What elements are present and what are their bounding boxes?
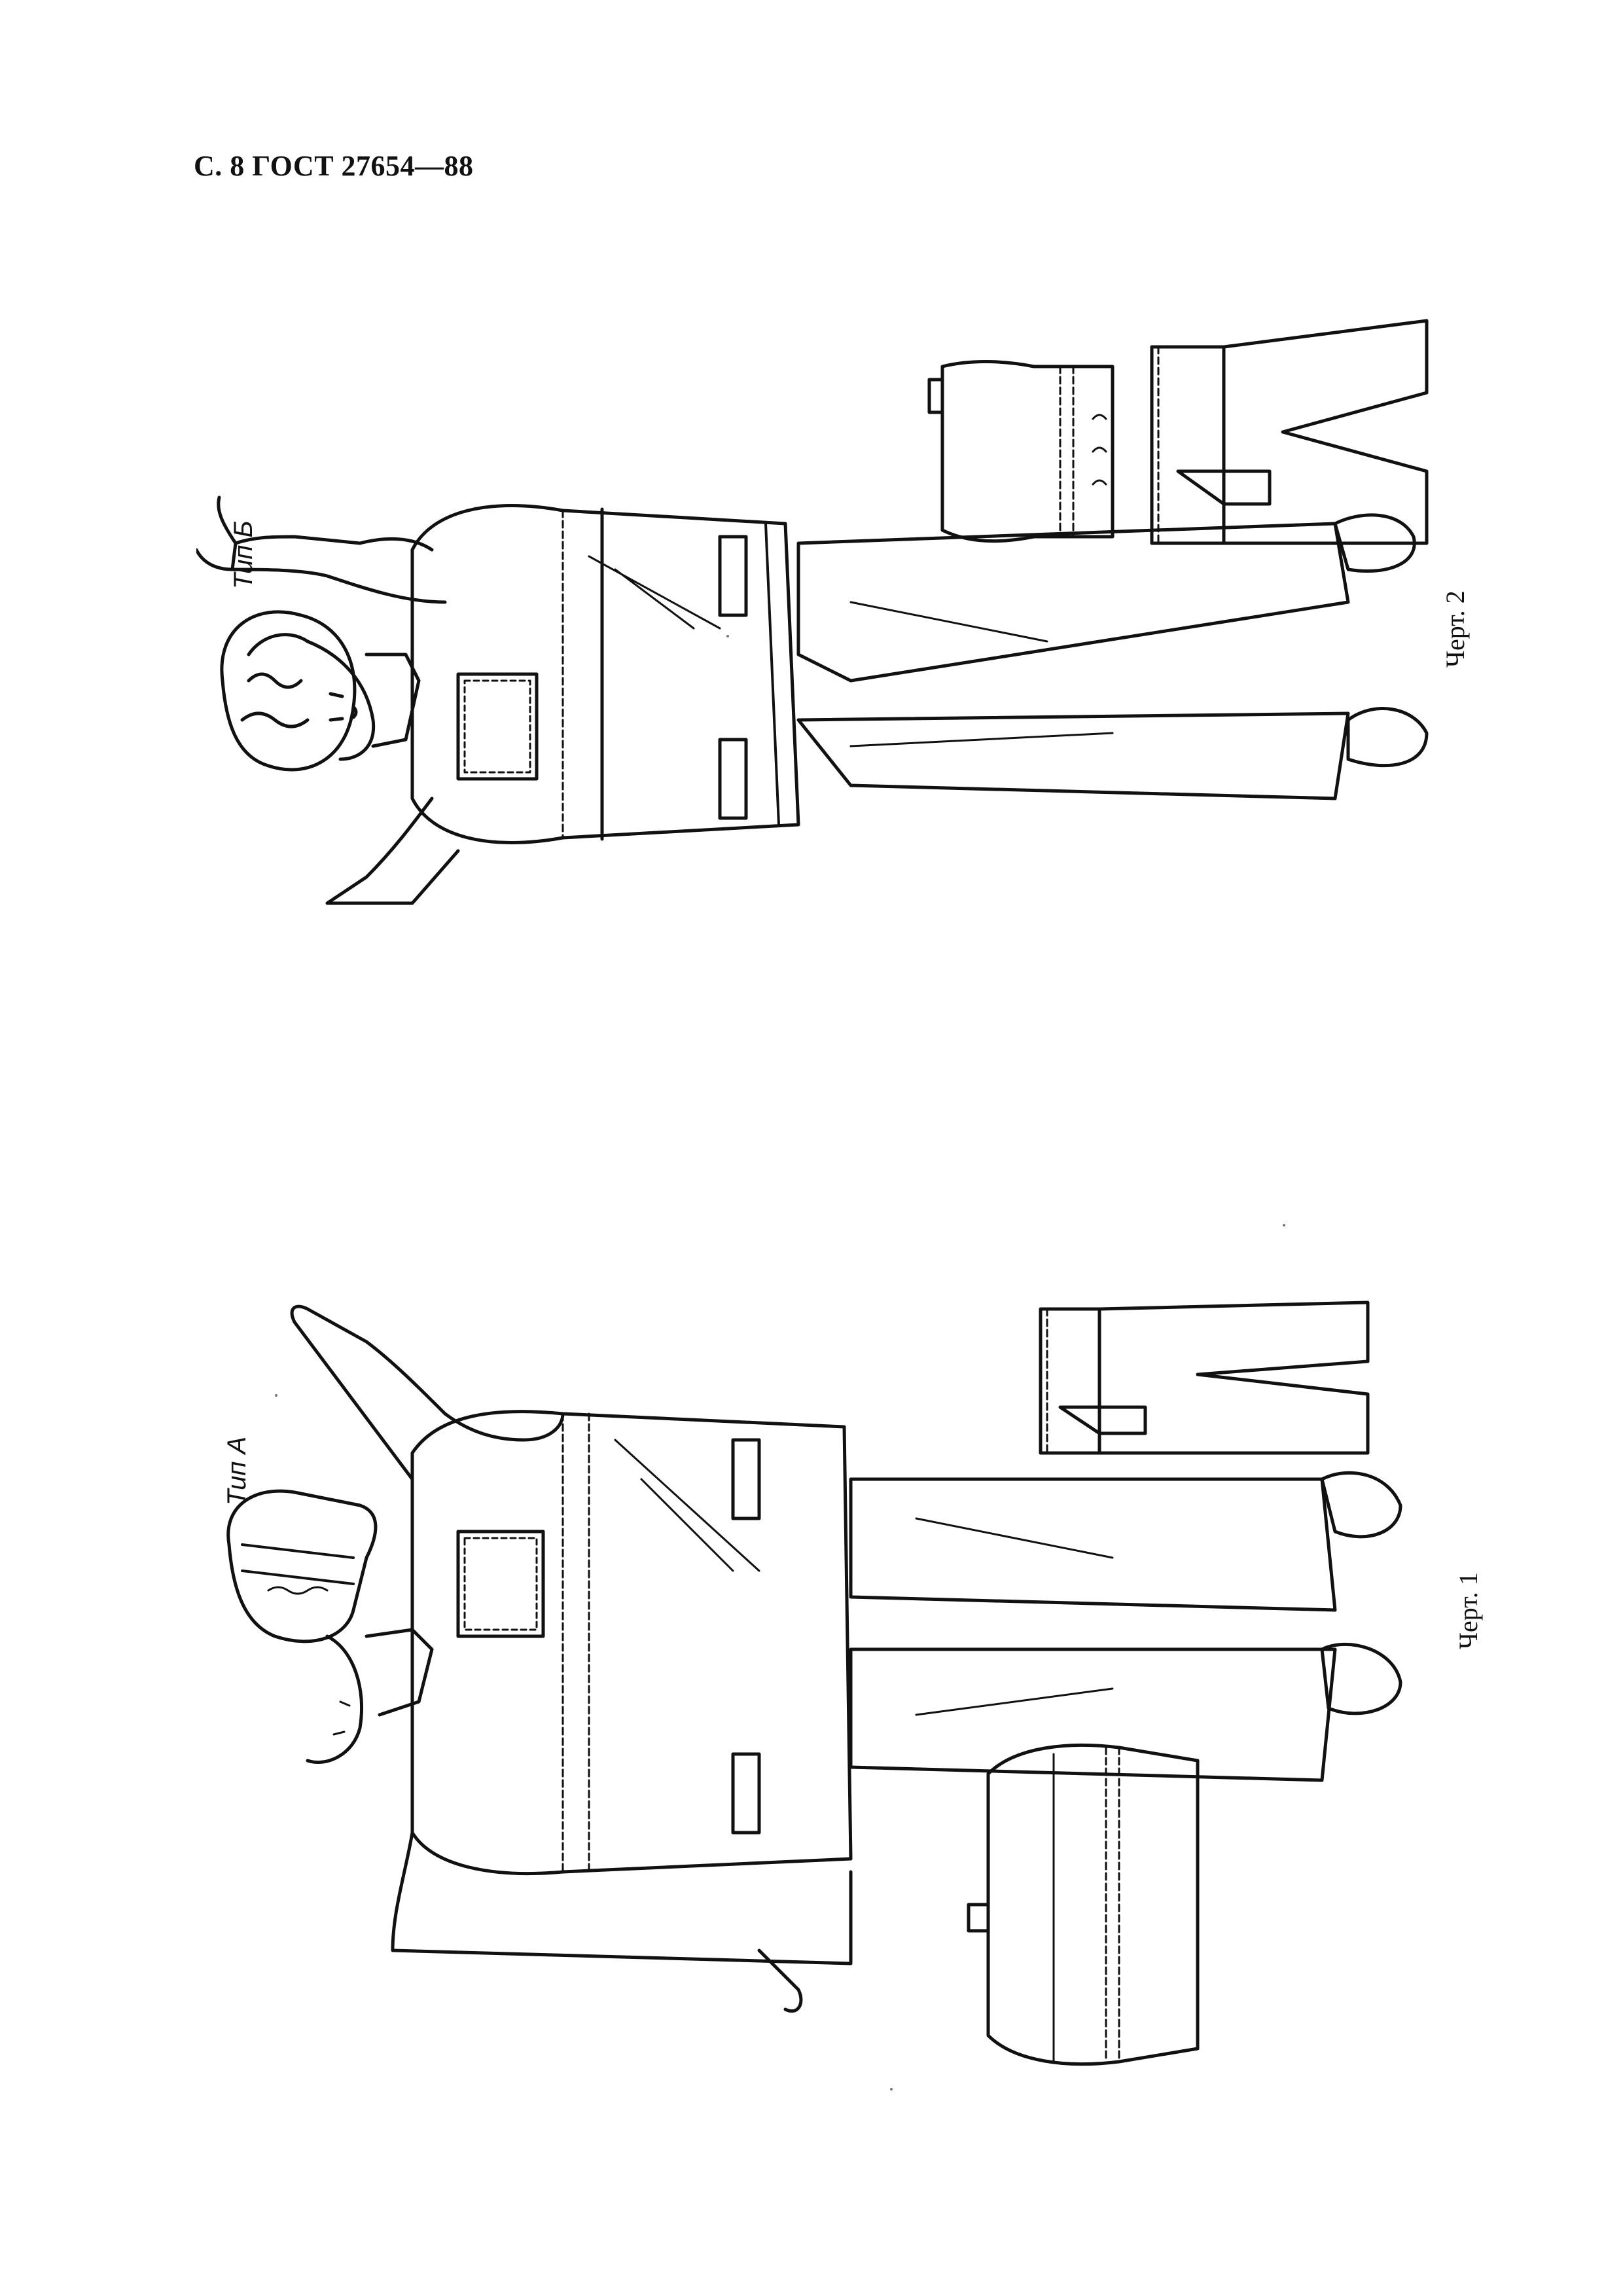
jacket-detail-type-a (967, 1743, 1200, 2066)
costume-drawing-type-a (226, 1304, 1402, 2013)
caption-a: Черт. 1 (1454, 1572, 1483, 1649)
figure-type-a: Тип А Черт. 1 (196, 1283, 1483, 2186)
garment-detail-type-b (927, 319, 1429, 545)
scan-speck (890, 2088, 893, 2090)
scan-speck (1283, 1224, 1285, 1227)
scan-speck (726, 635, 729, 637)
scan-speck (275, 1394, 277, 1397)
type-label-b: Тип Б (229, 520, 258, 589)
figure-type-b: Тип Б Черт. 2 (196, 262, 1470, 995)
detail-type-b (916, 308, 1453, 583)
type-label-a: Тип А (223, 1436, 251, 1505)
page-header: С. 8 ГОСТ 27654—88 (194, 150, 474, 182)
detail-type-a-trousers (1034, 1296, 1374, 1460)
trousers-detail-type-a (1039, 1300, 1370, 1455)
caption-b: Черт. 2 (1440, 590, 1470, 668)
costume-drawing-type-b (196, 495, 1429, 905)
detail-type-a-jacket (962, 1734, 1211, 2075)
